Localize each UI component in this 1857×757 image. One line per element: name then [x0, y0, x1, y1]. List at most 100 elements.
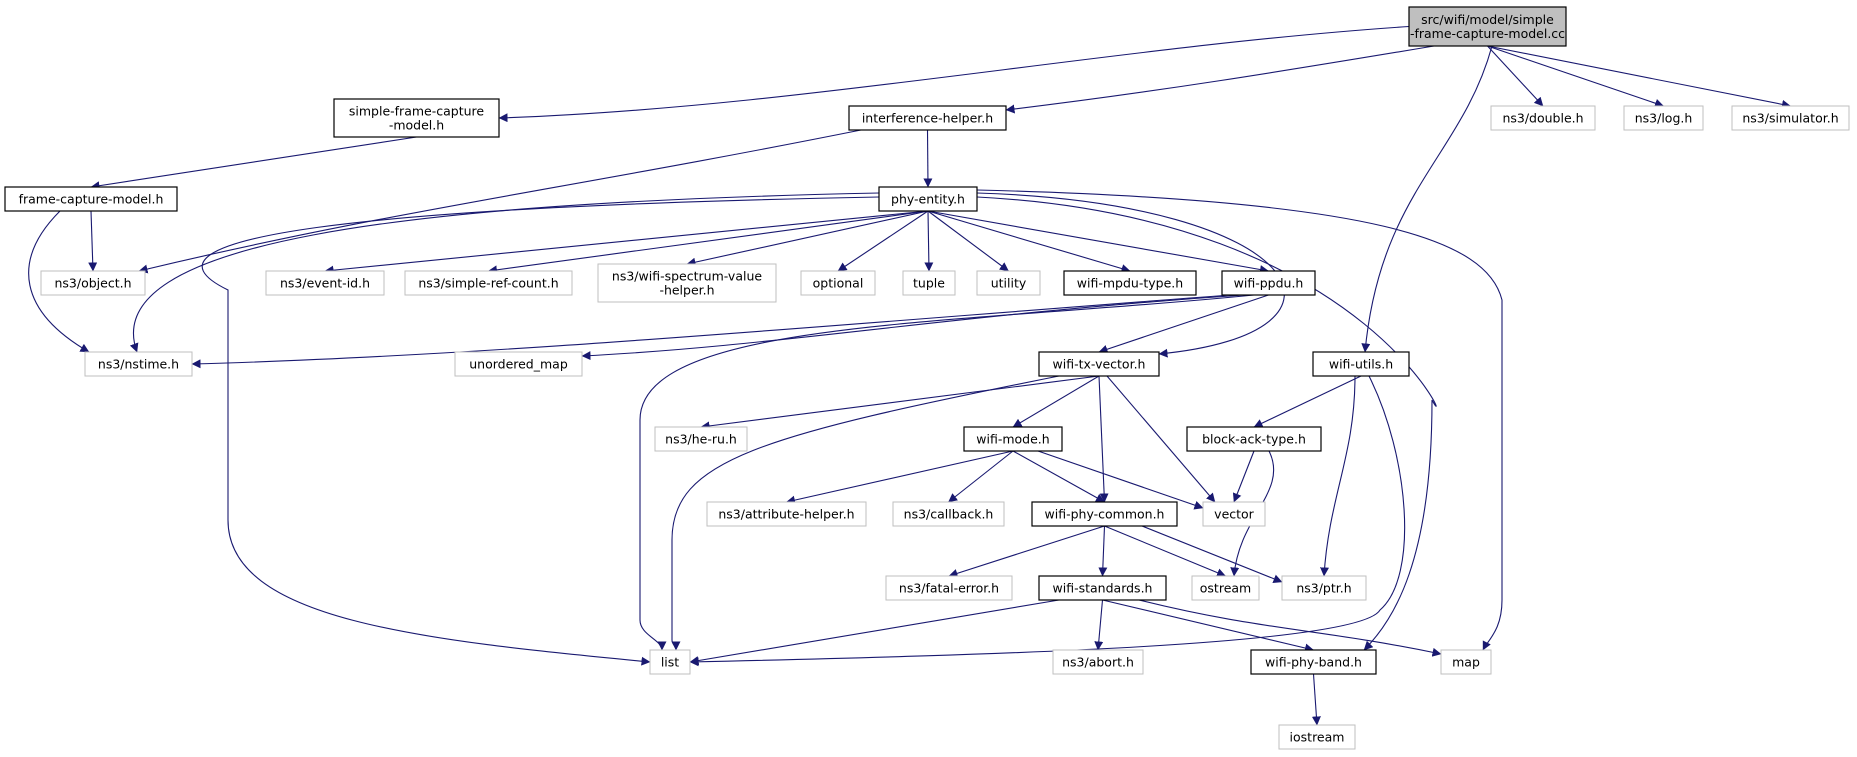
edge-wifi-tx-vector-h-to-list: [671, 375, 1060, 651]
node-box: [1408, 6, 1567, 47]
node-label: simple-frame-capture: [349, 104, 485, 119]
node-ns3-simulator-h: ns3/simulator.h: [1731, 105, 1850, 131]
edge-wifi-mode-h-to-wifi-phy-common-h: [1012, 450, 1105, 503]
node-label: unordered_map: [469, 357, 568, 372]
node-box: [40, 270, 146, 296]
node-box: [1278, 724, 1356, 750]
node-ns3-object-h: ns3/object.h: [40, 270, 146, 296]
dependency-edges: [28, 25, 1791, 726]
node-wifi-utils-h[interactable]: wifi-utils.h: [1312, 351, 1410, 377]
node-label: frame-capture-model.h: [19, 192, 164, 207]
node-box: [1063, 270, 1197, 296]
node-box: [848, 105, 1007, 131]
edge-phy-entity-h-to-ns3-event-id-h: [324, 210, 929, 275]
edge-phy-entity-h-to-ns3-wifi-spectrum-value-helper-h: [686, 210, 929, 267]
node-box: [976, 270, 1041, 296]
node-label: ns3/fatal-error.h: [899, 581, 999, 596]
node-wifi-mpdu-type-h[interactable]: wifi-mpdu-type.h: [1063, 270, 1197, 296]
node-wifi-ppdu-h[interactable]: wifi-ppdu.h: [1221, 270, 1316, 296]
node-label: wifi-phy-common.h: [1045, 507, 1165, 522]
edge-phy-entity-h-to-optional: [837, 210, 929, 272]
node-box: [1281, 575, 1367, 601]
edge-wifi-phy-common-h-to-ns3-fatal-error-h: [948, 525, 1105, 578]
node-box: [1038, 351, 1160, 377]
edge-phy-entity-h-to-wifi-mpdu-type-h: [927, 210, 1131, 273]
node-box: [892, 501, 1005, 527]
edge-wifi-utils-h-to-list: [689, 375, 1406, 667]
edge-wifi-standards-h-to-wifi-phy-band-h: [1102, 599, 1314, 653]
node-wifi-tx-vector-h[interactable]: wifi-tx-vector.h: [1038, 351, 1160, 377]
node-box: [706, 501, 867, 527]
node-ns3-ptr-h: ns3/ptr.h: [1281, 575, 1367, 601]
node-label: -model.h: [389, 118, 444, 133]
edge-wifi-phy-common-h-to-wifi-standards-h: [1098, 525, 1108, 577]
node-box: [1031, 501, 1178, 527]
edge-wifi-standards-h-to-map: [1138, 599, 1442, 657]
node-interference-helper-h[interactable]: interference-helper.h: [848, 105, 1007, 131]
edge-wifi-tx-vector-h-to-wifi-mode-h: [1012, 375, 1100, 428]
node-box: [84, 351, 193, 377]
node-phy-entity-h[interactable]: phy-entity.h: [878, 186, 978, 212]
node-wifi-phy-band-h[interactable]: wifi-phy-band.h: [1250, 649, 1377, 675]
edge-wifi-utils-h-to-block-ack-type-h: [1253, 375, 1362, 428]
node-label: wifi-mpdu-type.h: [1077, 276, 1183, 291]
node-label: -frame-capture-model.cc: [1410, 26, 1565, 41]
node-ns3-he-ru-h: ns3/he-ru.h: [654, 426, 748, 452]
node-ns3-attribute-helper-h: ns3/attribute-helper.h: [706, 501, 867, 527]
node-wifi-phy-common-h[interactable]: wifi-phy-common.h: [1031, 501, 1178, 527]
node-label: ns3/event-id.h: [280, 276, 370, 291]
node-label: -helper.h: [659, 283, 714, 298]
edge-frame-capture-model-h-to-ns3-object-h: [88, 210, 98, 272]
node-wifi-standards-h[interactable]: wifi-standards.h: [1038, 575, 1167, 601]
node-frame-capture-model-h[interactable]: frame-capture-model.h: [4, 186, 178, 212]
node-label: wifi-phy-band.h: [1265, 655, 1362, 670]
node-simple-frame-capture-model-h[interactable]: simple-frame-capture-model.h: [333, 98, 500, 138]
node-label: ns3/object.h: [54, 276, 131, 291]
node-label: list: [661, 655, 679, 670]
node-block-ack-type-h[interactable]: block-ack-type.h: [1186, 426, 1322, 452]
edge-frame-capture-model-h-to-ns3-nstime-h: [28, 210, 90, 353]
node-label: ns3/simple-ref-count.h: [418, 276, 558, 291]
node-label: ns3/abort.h: [1062, 655, 1134, 670]
node-box: [1250, 649, 1377, 675]
node-label: utility: [991, 276, 1027, 291]
node-label: ns3/simulator.h: [1742, 111, 1838, 126]
edge-wifi-mode-h-to-ns3-callback-h: [948, 450, 1014, 503]
node-root[interactable]: src/wifi/model/simple-frame-capture-mode…: [1408, 6, 1567, 47]
node-ns3-event-id-h: ns3/event-id.h: [265, 270, 385, 296]
edge-phy-entity-h-to-map: [976, 189, 1503, 651]
edge-block-ack-type-h-to-vector: [1232, 450, 1255, 503]
node-box: [265, 270, 385, 296]
node-box: [1731, 105, 1850, 131]
edge-root-to-ns3-log-h: [1487, 45, 1664, 108]
node-map: map: [1440, 649, 1492, 675]
edge-wifi-standards-h-to-ns3-abort-h: [1094, 599, 1104, 651]
node-box: [333, 98, 500, 138]
node-box: [1052, 649, 1144, 675]
node-iostream: iostream: [1278, 724, 1356, 750]
node-label: ns3/he-ru.h: [665, 432, 737, 447]
edge-wifi-tx-vector-h-to-wifi-phy-common-h: [1098, 375, 1109, 503]
node-box: [1312, 351, 1410, 377]
node-unordered-map: unordered_map: [454, 351, 583, 377]
edge-simple-frame-capture-model-h-to-frame-capture-model-h: [90, 136, 417, 191]
node-ns3-nstime-h: ns3/nstime.h: [84, 351, 193, 377]
node-box: [1440, 649, 1492, 675]
node-label: vector: [1214, 507, 1255, 522]
node-box: [1191, 575, 1260, 601]
edge-interference-helper-h-to-ns3-object-h: [138, 129, 862, 274]
edge-root-to-simple-frame-capture-model-h: [498, 25, 1410, 123]
node-box: [1186, 426, 1322, 452]
node-label: ns3/ptr.h: [1296, 581, 1351, 596]
node-label: map: [1452, 655, 1480, 670]
edge-wifi-standards-h-to-list: [689, 599, 1060, 666]
node-wifi-mode-h[interactable]: wifi-mode.h: [963, 426, 1063, 452]
edge-wifi-ppdu-h-to-ns3-nstime-h: [191, 294, 1231, 369]
node-utility: utility: [976, 270, 1041, 296]
node-label: phy-entity.h: [891, 192, 965, 207]
node-label: wifi-standards.h: [1053, 581, 1153, 596]
edge-phy-entity-h-to-ns3-simple-ref-count-h: [488, 210, 929, 275]
node-label: wifi-tx-vector.h: [1053, 357, 1146, 372]
node-box: [902, 270, 956, 296]
